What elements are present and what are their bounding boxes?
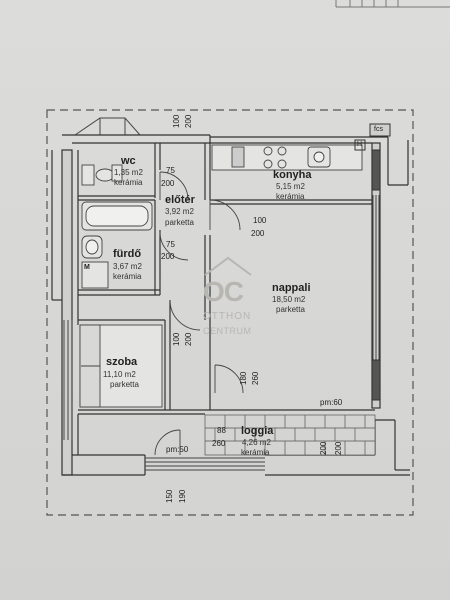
loggia-window <box>145 457 265 471</box>
room-loggia-area: 4,26 m2 <box>242 438 271 447</box>
pm60-label: pm:60 <box>320 398 343 407</box>
wc-fixtures <box>81 164 123 186</box>
room-loggia-floor: kerámia <box>241 448 270 457</box>
dim-200-furdo: 200 <box>161 252 175 261</box>
dim-88: 88 <box>217 426 226 435</box>
dim-200-mid: 200 <box>184 332 193 346</box>
room-konyha-name: konyha <box>273 169 312 181</box>
room-nappali-name: nappali <box>272 282 311 294</box>
dim-75-wc: 75 <box>166 166 175 175</box>
bed <box>79 324 163 408</box>
dim-150: 150 <box>165 489 174 503</box>
room-konyha-area: 5,15 m2 <box>276 182 305 191</box>
dim-100-mid: 100 <box>172 332 181 346</box>
room-nappali-floor: parketta <box>276 305 305 314</box>
fcs-box <box>369 123 391 137</box>
fcs-label: fcs <box>374 126 383 133</box>
room-eloter-area: 3,92 m2 <box>165 207 194 216</box>
room-furdo-floor: kerámia <box>113 272 142 281</box>
pm50-label: pm:50 <box>166 445 189 454</box>
dim-100-top: 100 <box>172 114 181 128</box>
h-label: H <box>357 141 363 148</box>
room-szoba-area: 11,10 m2 <box>103 370 136 379</box>
room-szoba-floor: parketta <box>110 380 139 389</box>
dim-75-furdo: 75 <box>166 240 175 249</box>
room-nappali-area: 18,50 m2 <box>272 295 306 304</box>
room-wc-floor: kerámia <box>114 178 143 187</box>
dim-200-eloter: 200 <box>251 229 265 238</box>
dashed-outline <box>46 109 414 516</box>
interior-walls <box>77 143 375 455</box>
bath-fixtures <box>81 235 109 289</box>
loggia-tiles <box>204 414 376 456</box>
watermark-logo <box>204 256 252 276</box>
dim-190: 190 <box>178 489 187 503</box>
room-furdo-name: fürdő <box>113 248 142 260</box>
dim-200-top: 200 <box>184 114 193 128</box>
nappali-window <box>371 149 381 401</box>
szoba-window <box>63 320 73 440</box>
watermark-line1: OTTHON <box>203 311 252 322</box>
dim-260-h: 260 <box>212 439 226 448</box>
top-bay-window <box>74 117 141 136</box>
dim-200-wc: 200 <box>161 179 175 188</box>
room-loggia-name: loggia <box>241 425 274 437</box>
dim-200-loggia-1: 200 <box>319 441 328 455</box>
room-eloter-floor: parketta <box>165 218 194 227</box>
room-szoba-name: szoba <box>106 356 138 368</box>
dim-180: 180 <box>239 371 248 385</box>
title-block-corner <box>335 0 450 8</box>
room-eloter-name: előtér <box>165 194 195 206</box>
watermark-mark: OC <box>203 276 244 307</box>
dim-260-v: 260 <box>251 371 260 385</box>
h-marker-box <box>354 139 366 151</box>
room-konyha-floor: kerámia <box>276 192 305 201</box>
bathtub <box>81 201 153 231</box>
room-wc-name: wc <box>121 155 136 167</box>
room-furdo-area: 3,67 m2 <box>113 262 142 271</box>
dim-100-eloter: 100 <box>253 216 267 225</box>
kitchen-counter <box>211 144 363 171</box>
washer-label: M <box>84 264 90 271</box>
watermark-line2: CENTRUM <box>203 326 252 336</box>
dim-200-loggia-2: 200 <box>334 441 343 455</box>
room-wc-area: 1,35 m2 <box>114 168 143 177</box>
